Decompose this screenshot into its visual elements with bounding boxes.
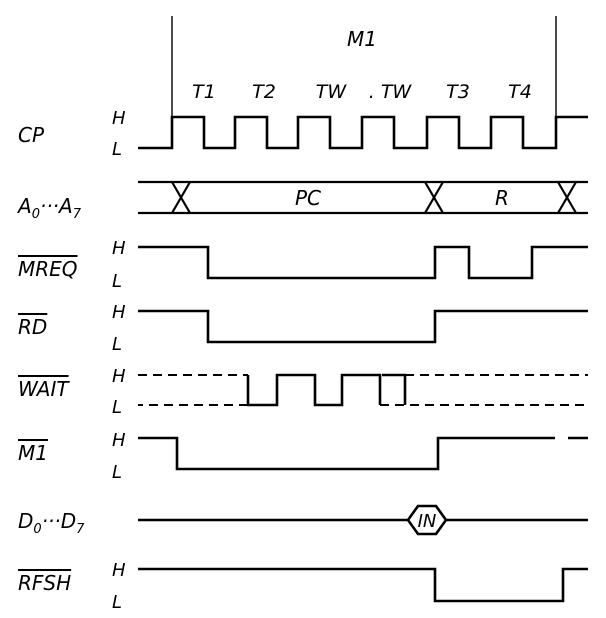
signal-rfsh: RFSH H L <box>18 560 588 613</box>
level-high-rfsh: H <box>112 560 126 581</box>
signal-rd: RD H L <box>18 302 588 355</box>
signal-label-mreq: MREQ <box>18 257 78 281</box>
signal-label-rd: RD <box>18 315 47 339</box>
bus-value-r: R <box>495 186 509 210</box>
waveform-m1 <box>138 436 555 471</box>
level-low-cp: L <box>112 139 122 160</box>
state-label-t4: T4 <box>508 81 532 103</box>
level-low-rfsh: L <box>112 592 122 613</box>
signal-cp: CP H L <box>18 108 588 160</box>
level-low-mreq: L <box>112 271 122 292</box>
bus-value-pc: PC <box>295 186 321 210</box>
level-high-cp: H <box>112 108 126 129</box>
address-label-sub-end: 7 <box>73 207 82 222</box>
waveform-wait-last-pulse <box>382 373 407 405</box>
signal-label-rfsh: RFSH <box>18 571 71 595</box>
bus-crossover-2b <box>424 181 444 214</box>
signal-label-wait: WAIT <box>18 377 70 401</box>
signal-label-cp: CP <box>18 123 45 147</box>
signal-address-bus: A0···A7 PC R <box>16 180 588 222</box>
waveform-mreq <box>138 245 588 280</box>
cycle-label: M1 <box>347 27 377 51</box>
address-label-main-2: A <box>57 194 73 218</box>
waveform-wait-pulses <box>246 373 382 407</box>
data-label-sub-start: 0 <box>33 522 41 537</box>
level-high-wait: H <box>112 366 126 387</box>
waveform-rd <box>138 309 588 344</box>
signal-data-bus: D0···D7 IN <box>18 504 588 537</box>
signal-m1: M1 H L <box>18 430 588 483</box>
level-low-wait: L <box>112 397 122 418</box>
level-high-mreq: H <box>112 238 126 259</box>
level-high-rd: H <box>112 302 126 323</box>
bus-crossover-3b <box>557 181 577 214</box>
signal-label-m1: M1 <box>18 441 48 465</box>
data-label-main: D <box>18 509 33 533</box>
address-label-main: A <box>16 194 32 218</box>
state-label-t1: T1 <box>192 81 216 103</box>
waveform-rfsh <box>138 567 588 603</box>
signal-label-data: D0···D7 <box>18 509 85 537</box>
address-label-sub-start: 0 <box>32 207 40 222</box>
m1-cycle-frame: M1 <box>171 16 557 118</box>
data-label-dots: ··· <box>42 509 61 533</box>
signal-label-address: A0···A7 <box>16 194 82 222</box>
state-label-tw1: TW <box>316 81 348 103</box>
bus-value-in: IN <box>418 511 437 532</box>
signal-wait: WAIT H L <box>18 366 588 418</box>
signal-mreq: MREQ H L <box>18 238 588 292</box>
bus-crossover-1b <box>171 181 191 214</box>
level-low-rd: L <box>112 334 122 355</box>
data-label-main-2: D <box>61 509 76 533</box>
level-low-m1: L <box>112 462 122 483</box>
t-state-labels: T1 T2 TW . TW T3 T4 <box>192 81 532 103</box>
state-label-tw2: . TW <box>369 81 413 103</box>
address-label-dots: ··· <box>40 194 59 218</box>
state-label-t3: T3 <box>446 81 470 103</box>
level-high-m1: H <box>112 430 126 451</box>
data-label-sub-end: 7 <box>76 522 85 537</box>
state-label-t2: T2 <box>252 81 276 103</box>
waveform-cp <box>138 115 588 150</box>
